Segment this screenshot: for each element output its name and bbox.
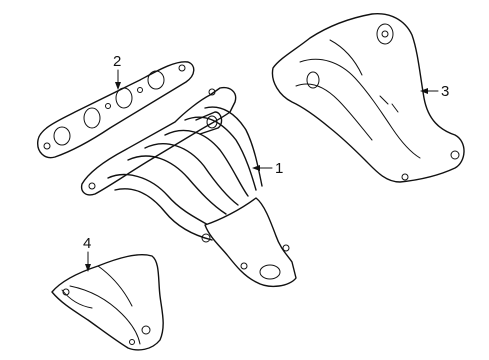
callout-4: 4: [83, 235, 91, 252]
exhaust-manifold-icon: [80, 86, 297, 288]
callout-3: 3: [441, 83, 449, 100]
upper-heat-shield-icon: [271, 13, 465, 183]
callout-1: 1: [275, 160, 283, 177]
callout-2: 2: [113, 53, 121, 70]
lower-heat-shield-icon: [51, 254, 164, 351]
leader-lines: [85, 69, 439, 272]
manifold-gasket-icon: [37, 61, 195, 159]
